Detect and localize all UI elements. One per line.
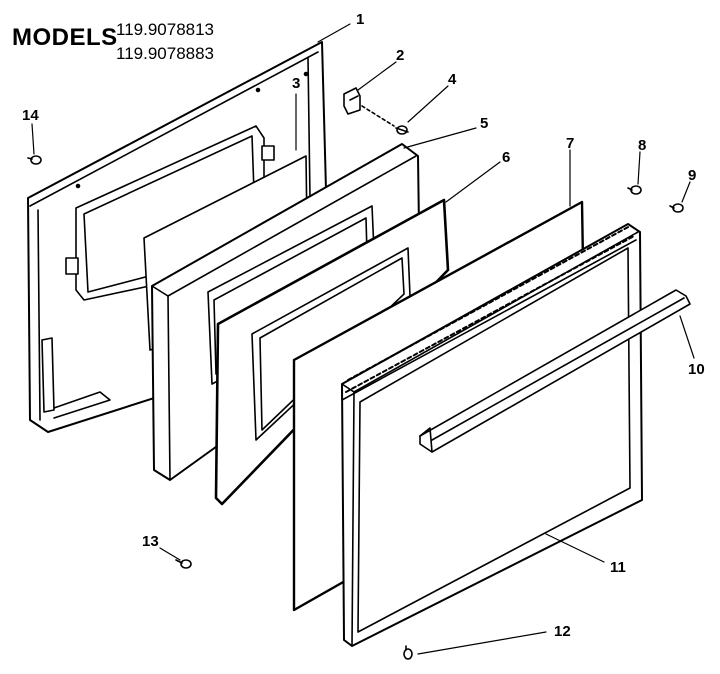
callout-2: 2 [396, 47, 404, 64]
callout-3: 3 [292, 75, 300, 92]
callout-14: 14 [22, 107, 39, 124]
callout-labels: 1 2 3 4 5 6 7 8 9 10 11 12 13 14 [22, 11, 705, 640]
part-screw-9 [669, 203, 684, 213]
leader-lines [31, 23, 695, 655]
callout-10: 10 [688, 361, 705, 378]
part-screw-14 [27, 155, 42, 165]
callout-13: 13 [142, 533, 159, 550]
callout-1: 1 [356, 11, 364, 28]
part-outer-door [341, 223, 643, 647]
callout-6: 6 [502, 149, 510, 166]
part-screw-8 [627, 185, 642, 195]
part-screw-4 [395, 125, 409, 135]
part-handle [419, 289, 691, 453]
part-screw-12 [403, 645, 413, 660]
callout-11: 11 [610, 559, 626, 576]
model-number: 119.9078813 [116, 20, 215, 39]
part-screw-13 [175, 559, 192, 569]
callout-8: 8 [638, 137, 646, 154]
model-number: 119.9078883 [116, 44, 215, 63]
callout-7: 7 [566, 135, 574, 152]
callout-12: 12 [554, 623, 571, 640]
part-bracket-2 [343, 87, 395, 127]
callout-9: 9 [688, 167, 696, 184]
callout-4: 4 [448, 71, 457, 88]
callout-5: 5 [480, 115, 488, 132]
models-label: MODELS [12, 24, 118, 51]
